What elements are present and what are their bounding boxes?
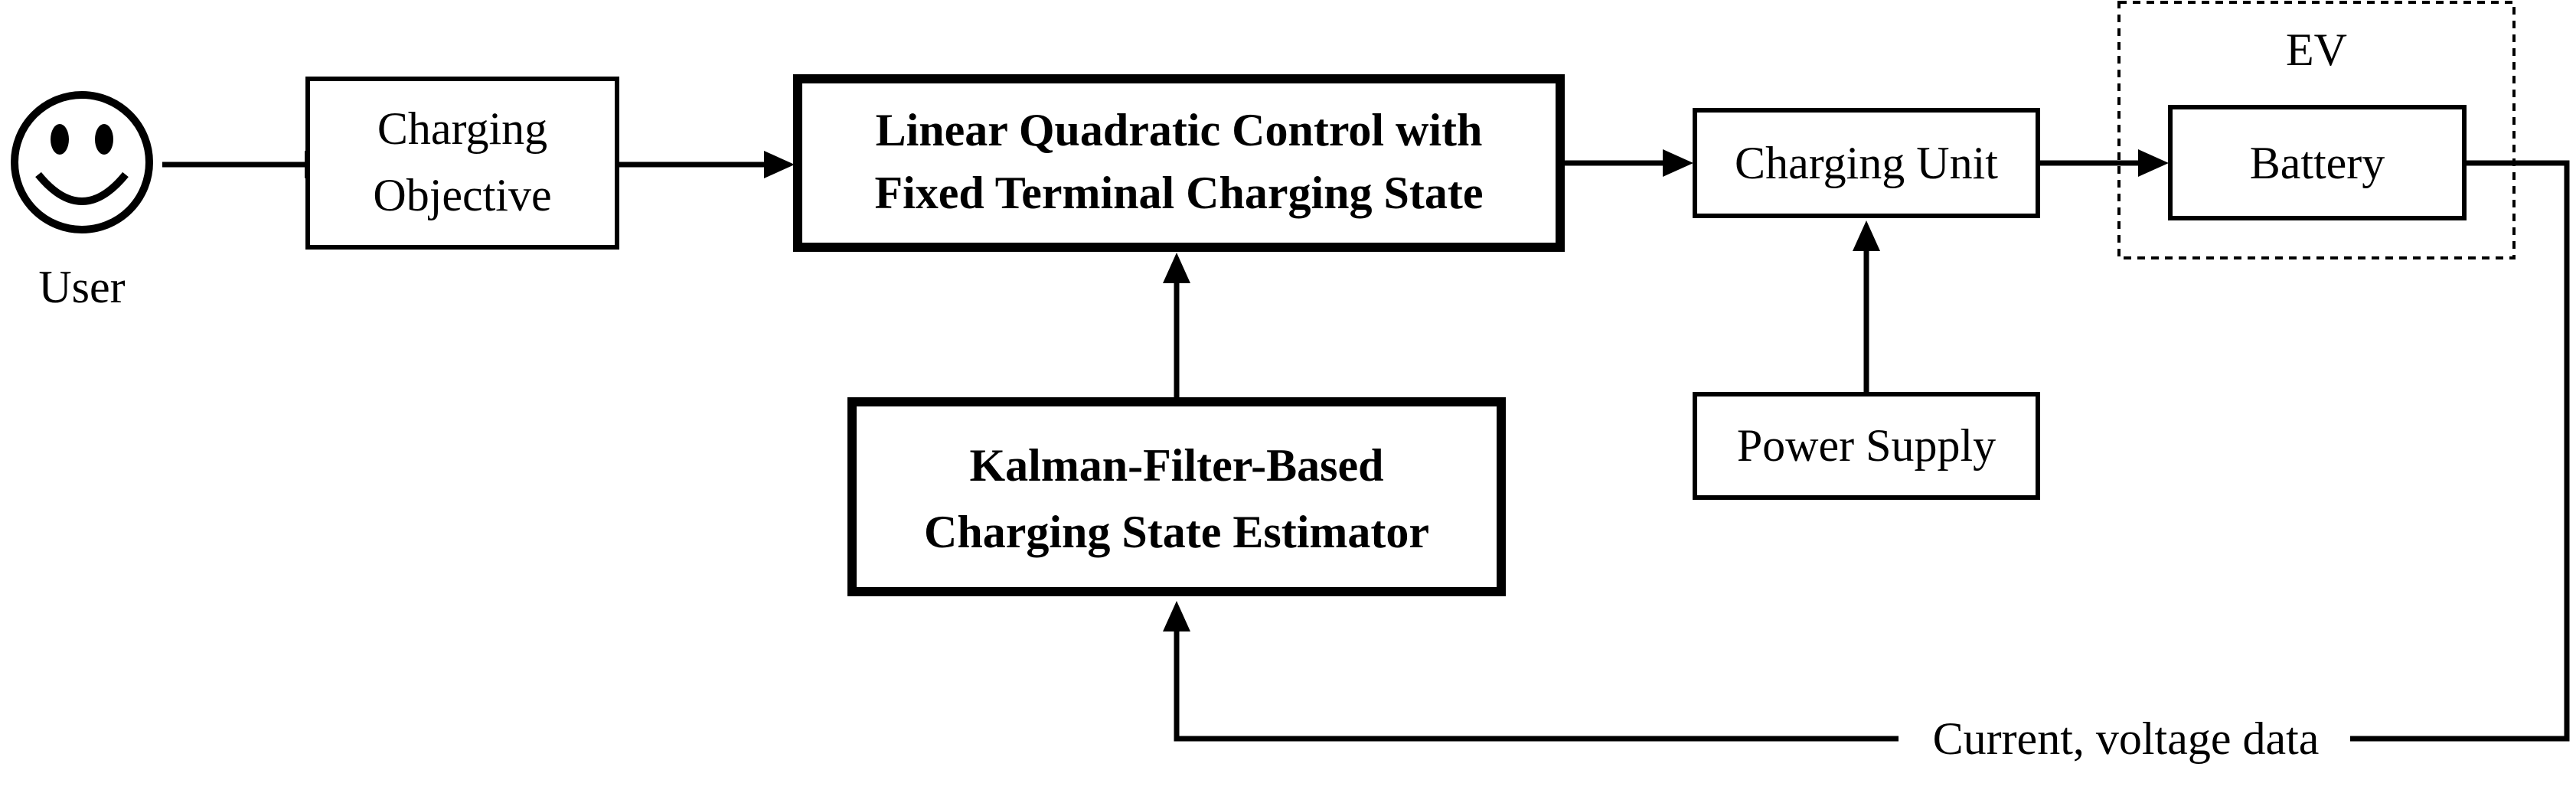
- feedback-label: Current, voltage data: [1933, 713, 2320, 764]
- ev-container: [2117, 1, 2516, 259]
- arrowhead-lqc-to-charging-unit: [1663, 149, 1693, 177]
- lqc-box: [793, 74, 1565, 252]
- arrowhead-charging-unit-to-battery: [2138, 149, 2169, 177]
- user-smiley-icon: [11, 91, 153, 233]
- battery-label: Battery: [2250, 138, 2385, 188]
- user-label: User: [38, 262, 125, 312]
- lqc-line-1: Linear Quadratic Control with: [876, 105, 1483, 155]
- kalman-estimator-box: [847, 397, 1506, 596]
- charging-objective-line-2: Objective: [373, 170, 551, 220]
- arrowhead-kalman-to-lqc: [1163, 253, 1190, 283]
- charging-objective-line-1: Charging: [377, 103, 547, 154]
- arrowhead-power-to-charging-unit: [1853, 220, 1880, 251]
- arrowhead-objective-to-lqc: [764, 151, 795, 178]
- lqc-line-2: Fixed Terminal Charging State: [874, 168, 1483, 218]
- ev-label: EV: [2286, 24, 2347, 75]
- power-supply-box: [1693, 392, 2040, 500]
- feedback-line-right: [2350, 160, 2570, 742]
- charging-objective-box: [305, 77, 619, 250]
- arrowhead-feedback-to-kalman: [1163, 601, 1190, 631]
- power-supply-label: Power Supply: [1737, 420, 1996, 471]
- feedback-line-left: [1174, 631, 1899, 742]
- kalman-line-2: Charging State Estimator: [924, 507, 1429, 557]
- charging-unit-label: Charging Unit: [1735, 138, 1998, 188]
- kalman-line-1: Kalman-Filter-Based: [969, 440, 1383, 491]
